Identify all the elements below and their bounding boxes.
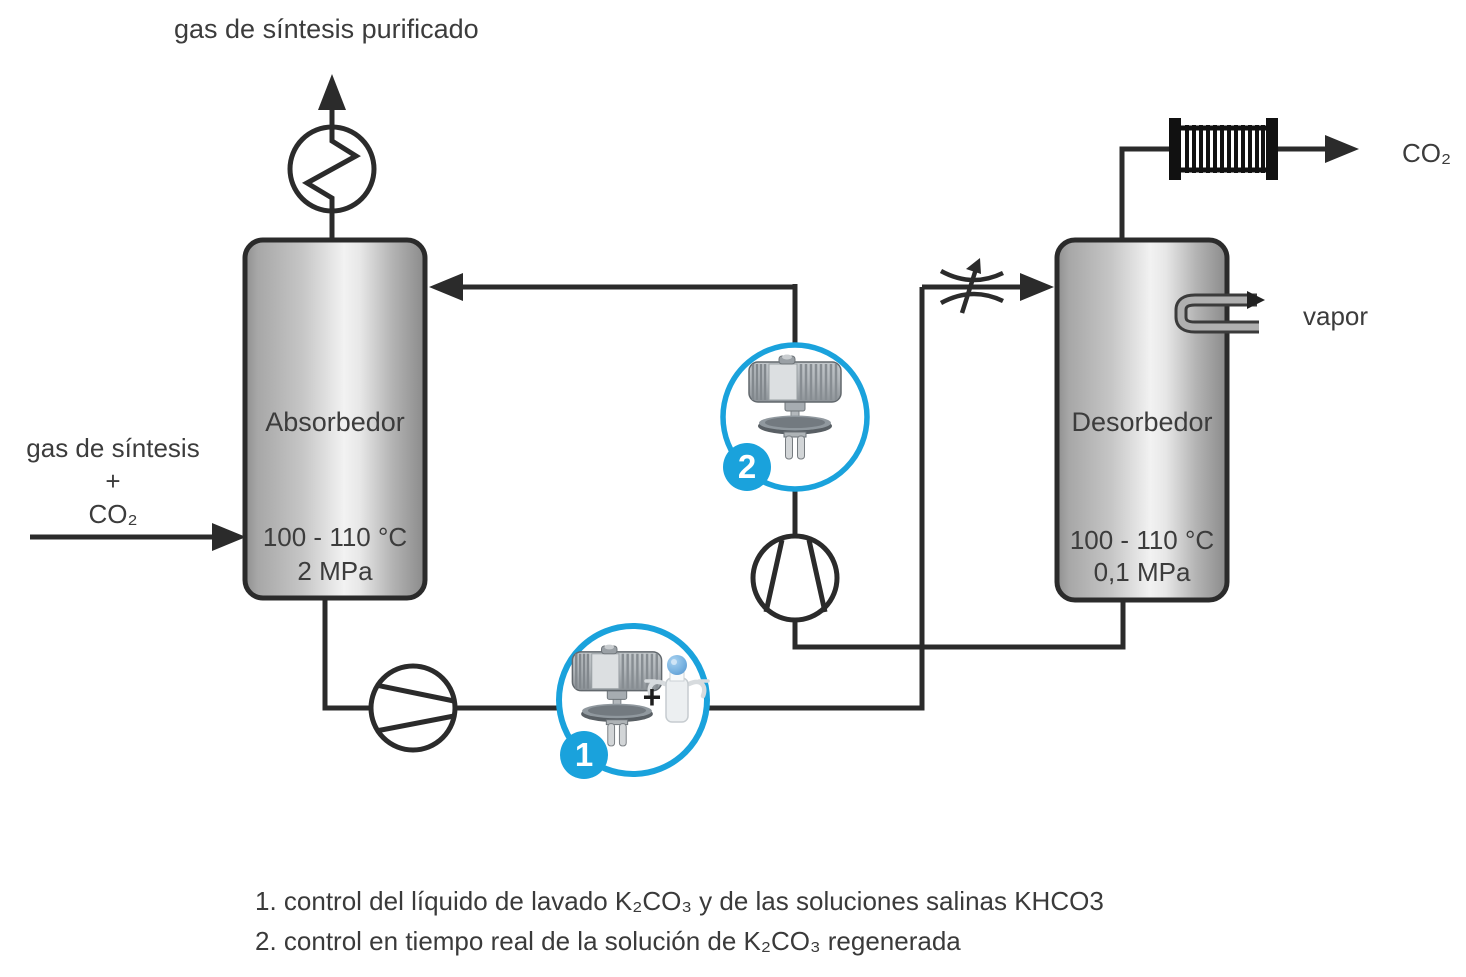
cooler-icon bbox=[287, 124, 377, 214]
steam-coil-icon bbox=[1174, 291, 1265, 334]
arrow-right bbox=[1020, 273, 1054, 301]
sensor-plus-sign: + bbox=[642, 679, 662, 715]
control-valve-icon bbox=[939, 258, 1004, 314]
absorber-temperature: 100 - 110 °C bbox=[262, 522, 408, 552]
co2-out-line bbox=[1119, 135, 1359, 240]
desorber-label: Desorbedor bbox=[1071, 407, 1213, 437]
measuring-point-2-badge: 2 bbox=[723, 443, 771, 491]
vapor-label: vapor bbox=[1303, 301, 1369, 331]
feed-label-plus: + bbox=[105, 466, 121, 496]
valve-arrowhead bbox=[966, 258, 981, 274]
vapor-arrowhead bbox=[1247, 291, 1265, 309]
caption-measuring-point-2: 2. control en tiempo real de la solución… bbox=[255, 926, 961, 956]
purified-gas-label: gas de síntesis purificado bbox=[174, 14, 479, 44]
pump-1-icon bbox=[368, 663, 458, 753]
lean-solution-line bbox=[429, 273, 1126, 650]
arrow-right bbox=[212, 523, 246, 551]
absorber-pressure: 2 MPa bbox=[297, 556, 373, 586]
absorber-vessel bbox=[242, 237, 428, 601]
arrow-up bbox=[318, 74, 346, 110]
rich-solution-line bbox=[322, 273, 1054, 711]
feed-label-co2: CO₂ bbox=[88, 499, 138, 529]
condenser-icon bbox=[1169, 118, 1278, 180]
measuring-point-1-badge: 1 bbox=[560, 731, 608, 779]
feed-label: gas de síntesis + CO₂ bbox=[12, 432, 214, 531]
co2-out-label: CO₂ bbox=[1402, 138, 1452, 168]
caption-measuring-point-1: 1. control del líquido de lavado K₂CO₃ y… bbox=[255, 886, 1104, 916]
feed-label-line1: gas de síntesis bbox=[26, 433, 200, 463]
desorber-temperature: 100 - 110 °C bbox=[1069, 525, 1215, 555]
absorber-label: Absorbedor bbox=[265, 407, 405, 437]
pump-2-icon bbox=[750, 533, 840, 623]
desorber-pressure: 0,1 MPa bbox=[1093, 557, 1191, 587]
arrow-right bbox=[1325, 135, 1359, 163]
feed-arrow bbox=[30, 523, 246, 551]
arrow-left bbox=[429, 273, 463, 301]
